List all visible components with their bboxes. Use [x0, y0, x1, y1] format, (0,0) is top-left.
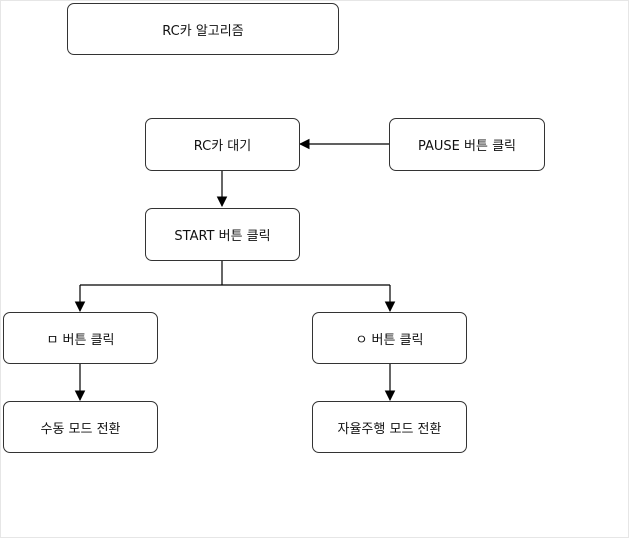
node-rc-wait: RC카 대기: [145, 118, 300, 171]
node-square-button-click: ㅁ 버튼 클릭: [3, 312, 158, 364]
node-auto-mode: 자율주행 모드 전환: [312, 401, 467, 453]
node-manual-mode: 수동 모드 전환: [3, 401, 158, 453]
node-pause-click: PAUSE 버튼 클릭: [389, 118, 545, 171]
node-circle-button-click: ㅇ 버튼 클릭: [312, 312, 467, 364]
node-title: RC카 알고리즘: [67, 3, 339, 55]
node-start-click: START 버튼 클릭: [145, 208, 300, 261]
